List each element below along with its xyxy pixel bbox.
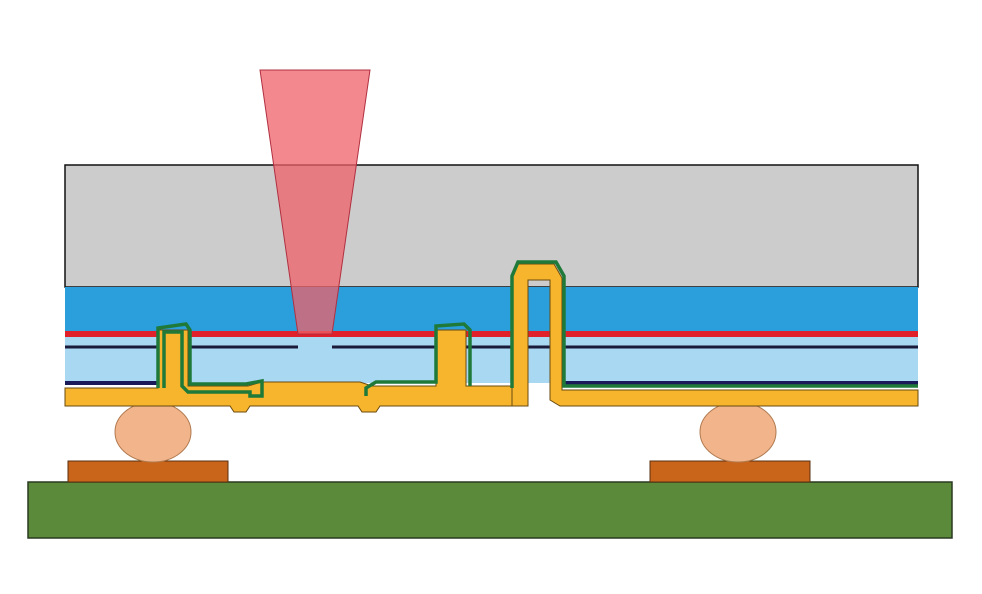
gold-via-structure (511, 263, 919, 407)
green-passivation-via (510, 260, 918, 388)
left-copper-pad (67, 460, 229, 483)
green-passivation-left (156, 322, 264, 398)
light-blue-layer (65, 337, 918, 383)
right-copper-pad (649, 460, 811, 483)
blue-layer (65, 287, 918, 332)
green-passivation-middle (364, 322, 472, 396)
gold-metal-left (64, 329, 513, 413)
right-solder-ball (699, 401, 777, 463)
pcb-board (27, 481, 953, 539)
red-line-layer (65, 331, 918, 337)
left-solder-ball (114, 401, 192, 463)
laser-beam (259, 69, 371, 335)
top-substrate-layer (64, 164, 919, 288)
